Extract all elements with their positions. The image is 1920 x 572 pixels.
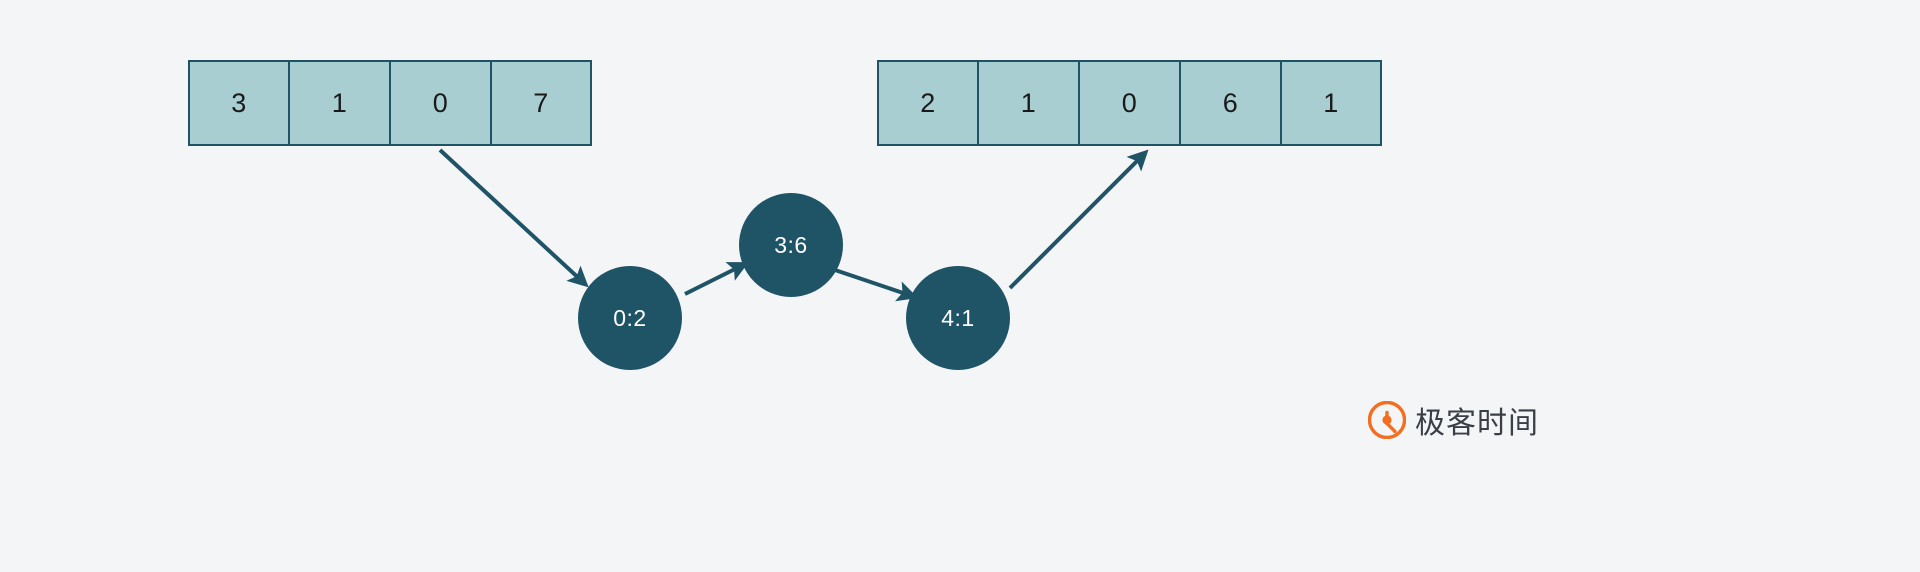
left-array-cell[interactable]: 7 <box>491 60 592 146</box>
node-3-6-label: 3:6 <box>774 231 808 258</box>
edge-node-4-1-to-right-array <box>1008 149 1149 290</box>
node-0-2[interactable]: 0:2 <box>578 266 682 370</box>
right-array-cell[interactable]: 1 <box>978 60 1079 146</box>
node-4-1[interactable]: 4:1 <box>906 266 1010 370</box>
edge-node-3-6-to-node-4-1 <box>834 268 919 302</box>
edge-left-array-to-node-0-2 <box>438 148 589 288</box>
node-3-6[interactable]: 3:6 <box>739 193 843 297</box>
geekbang-logo-icon <box>1367 400 1407 440</box>
right-array: 2 1 0 6 1 <box>877 60 1382 146</box>
geekbang-logo-text: 极客时间 <box>1415 406 1539 441</box>
right-array-cell[interactable]: 1 <box>1281 60 1382 146</box>
node-0-2-label: 0:2 <box>613 304 647 331</box>
left-array: 3 1 0 7 <box>188 60 592 146</box>
right-array-cell[interactable]: 2 <box>877 60 978 146</box>
left-array-cell[interactable]: 3 <box>188 60 289 146</box>
node-4-1-label: 4:1 <box>941 304 975 331</box>
right-array-cell[interactable]: 0 <box>1079 60 1180 146</box>
geekbang-logo: 极客时间 <box>1367 398 1539 442</box>
right-array-cell[interactable]: 6 <box>1180 60 1281 146</box>
left-array-cell[interactable]: 1 <box>289 60 390 146</box>
edge-node-0-2-to-node-3-6 <box>684 262 749 296</box>
left-array-cell[interactable]: 0 <box>390 60 491 146</box>
